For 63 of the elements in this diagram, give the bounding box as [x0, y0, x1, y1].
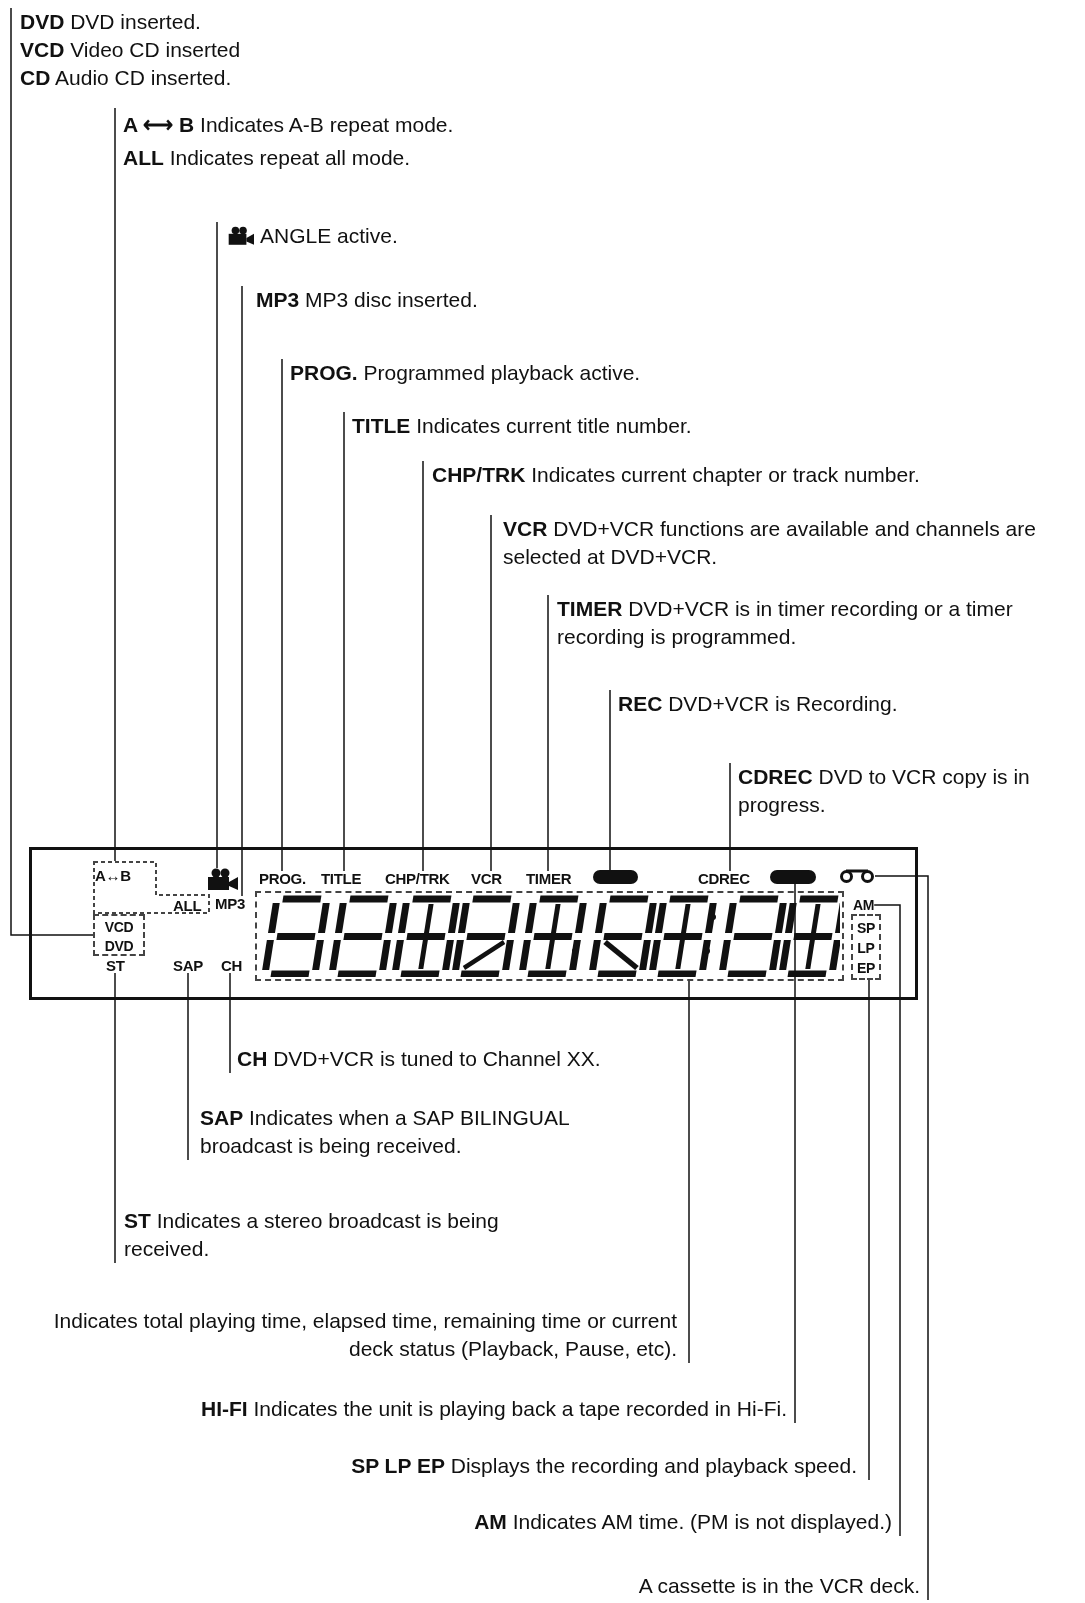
- indicator-label: EP: [855, 959, 877, 978]
- callout-text: SP LP EP Displays the recording and playback speed.: [351, 1452, 869, 1480]
- callout-text: TITLE Indicates current title number.: [344, 412, 692, 440]
- callout-text: HI-FI Indicates the unit is playing back a tape recorded in Hi-Fi.: [201, 1395, 795, 1423]
- leader-line: [609, 689, 611, 871]
- callout-text: MP3 MP3 disc inserted.: [242, 286, 478, 314]
- callout-text: CD Audio CD inserted.: [20, 65, 233, 91]
- indicator-bar: [770, 870, 816, 884]
- indicator-label: DVD: [103, 937, 135, 956]
- leader-line: [281, 358, 283, 872]
- leader-line: [343, 411, 345, 872]
- leader-line: [873, 904, 901, 1537]
- callout-text: TIMER DVD+VCR is in timer recording or a timer recording is programmed.: [548, 595, 1084, 651]
- callout-text: AM Indicates AM time. (PM is not displayed.): [474, 1508, 900, 1536]
- callout-text: CDREC DVD to VCR copy is in progress.: [730, 763, 1085, 819]
- callout-text: PROG. Programmed playback active.: [282, 359, 641, 387]
- leader-line: [10, 7, 94, 936]
- leader-line: [187, 972, 189, 1161]
- callout-text: A ⟷ B Indicates A-B repeat mode.: [123, 112, 454, 138]
- callout-text: CHP/TRK Indicates current chapter or track number.: [423, 461, 920, 489]
- leader-line: [547, 594, 549, 872]
- indicator-label: A↔B: [95, 868, 131, 883]
- display-panel: [29, 847, 918, 1000]
- callout-text: Indicates total playing time, elapsed time, remaining time or current deck status (Playback, Pause, etc).: [37, 1307, 689, 1363]
- indicator-label: CH: [221, 958, 243, 973]
- leader-line: [422, 460, 424, 872]
- indicator-label: ST: [106, 958, 125, 973]
- callout-text: A cassette is in the VCR deck.: [638, 1572, 928, 1600]
- leader-line: [114, 107, 116, 862]
- indicator-label: ALL: [173, 898, 202, 913]
- leader-line: [688, 980, 690, 1364]
- leader-line: [114, 972, 116, 1264]
- leader-line: [229, 972, 231, 1074]
- indicator-label: VCD: [103, 918, 135, 937]
- indicator-label: VCR: [471, 871, 502, 886]
- callout-text: ANGLE active.: [260, 224, 398, 247]
- callout-text: VCR DVD+VCR functions are available and channels are selected at DVD+VCR.: [491, 515, 1082, 571]
- leader-line: [874, 875, 929, 1601]
- callout-text: ST Indicates a stereo broadcast is being received.: [115, 1207, 509, 1263]
- dashed-group-box: [93, 914, 145, 956]
- callout-text: ALL Indicates repeat all mode.: [123, 145, 412, 171]
- indicator-label: AM: [853, 898, 875, 912]
- indicator-label: SAP: [173, 958, 203, 973]
- indicator-label: SP: [855, 919, 877, 938]
- indicator-label: TITLE: [321, 871, 362, 886]
- callout-text: CH DVD+VCR is tuned to Channel XX.: [230, 1045, 601, 1073]
- indicator-label: CDREC: [698, 871, 750, 886]
- leader-line: [729, 762, 731, 872]
- indicator-label: PROG.: [259, 871, 306, 886]
- callout-text: SAP Indicates when a SAP BILINGUAL broadcast is being received.: [188, 1104, 640, 1160]
- callout-text: DVD DVD inserted.: [20, 9, 202, 35]
- leader-line: [216, 221, 218, 869]
- leader-line: [490, 514, 492, 872]
- leader-line: [868, 979, 870, 1481]
- indicator-label: TIMER: [526, 871, 572, 886]
- callout-text: REC DVD+VCR is Recording.: [610, 690, 898, 718]
- callout-text: VCD Video CD inserted: [20, 37, 241, 63]
- indicator-label: LP: [856, 939, 876, 958]
- dashed-group-box: [851, 914, 881, 980]
- indicator-label: CHP/TRK: [385, 871, 450, 886]
- indicator-bar: [593, 870, 638, 884]
- indicator-label: MP3: [215, 896, 245, 911]
- leader-line: [241, 285, 243, 897]
